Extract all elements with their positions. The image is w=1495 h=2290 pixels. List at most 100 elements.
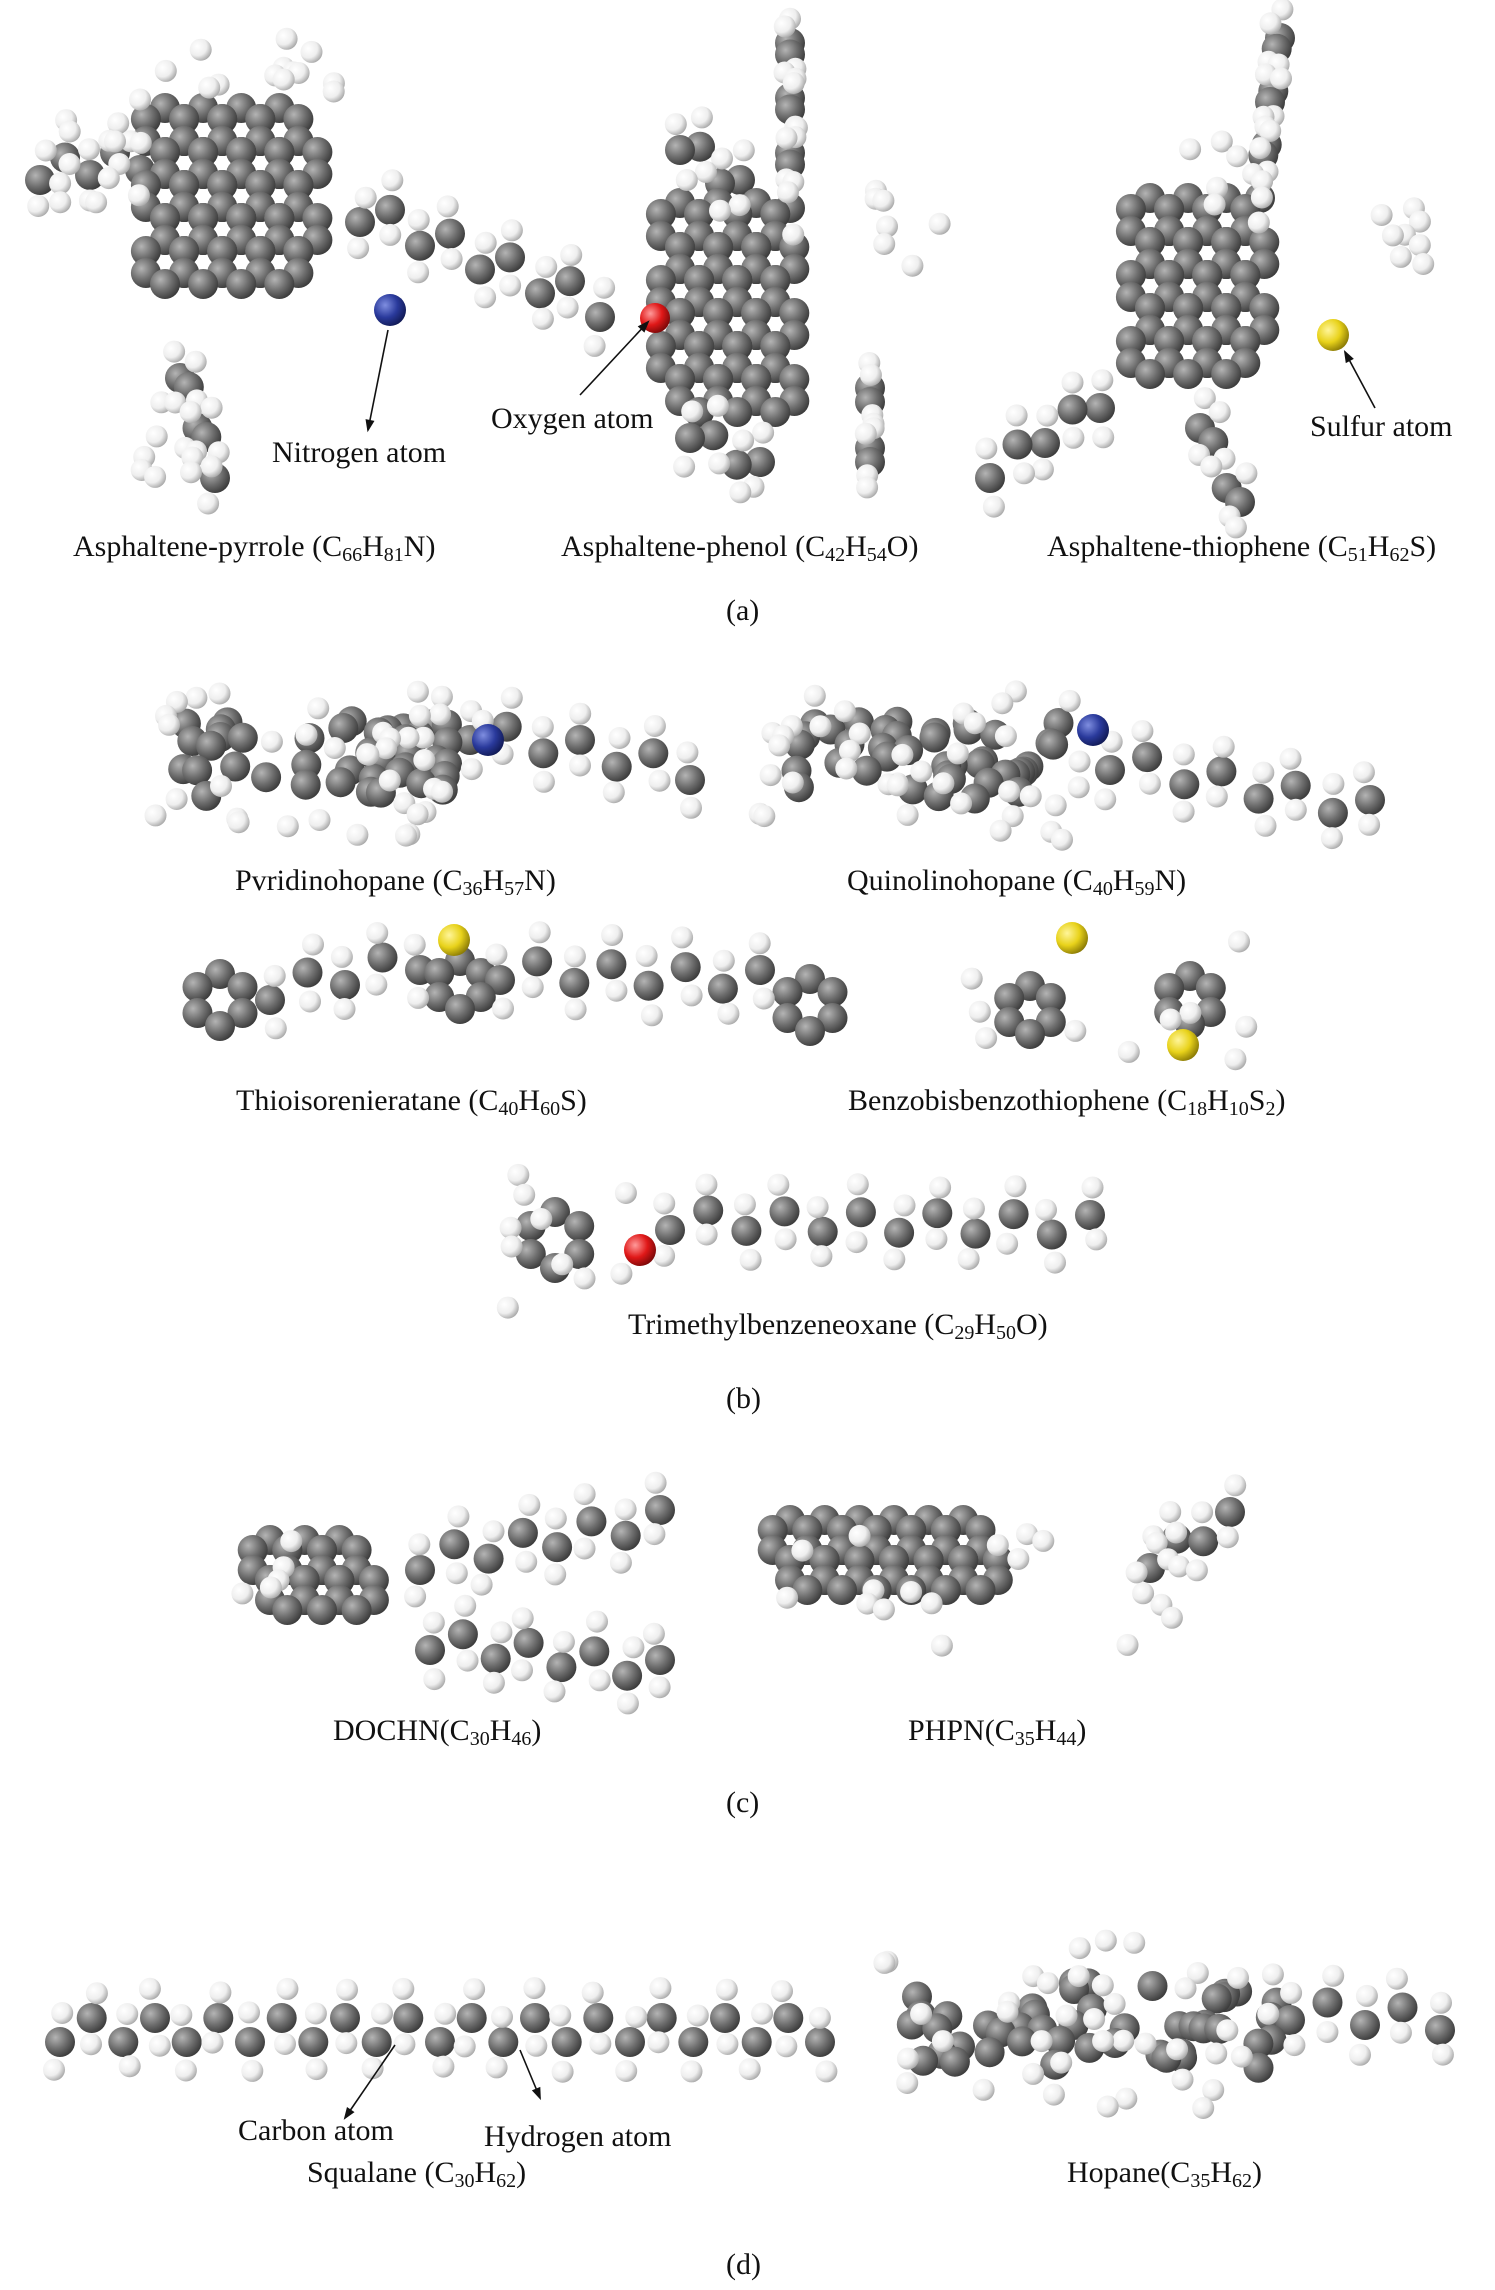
hydrogen-atom bbox=[1322, 1964, 1345, 1987]
hydrogen-atom bbox=[170, 2004, 193, 2026]
carbon-atom bbox=[435, 218, 465, 249]
carbon-atom bbox=[415, 1635, 445, 1665]
hydrogen-atom bbox=[330, 945, 353, 968]
hydrogen-atom bbox=[184, 350, 207, 373]
carbon-atom bbox=[182, 998, 213, 1028]
carbon-atom bbox=[960, 1218, 991, 1249]
hydrogen-atom bbox=[982, 495, 1005, 518]
hydrogen-atom bbox=[200, 455, 223, 478]
hydrogen-atom bbox=[241, 2059, 264, 2082]
hydrogen-atom bbox=[447, 1505, 470, 1528]
hydrogen-atom bbox=[848, 722, 871, 745]
hydrogen-atom bbox=[774, 1228, 797, 1251]
hydrogen-atom bbox=[1205, 2042, 1228, 2065]
hydrogen-atom bbox=[1270, 67, 1292, 90]
hydrogen-atom bbox=[791, 1539, 814, 1562]
hydrogen-atom bbox=[507, 1163, 530, 1186]
hydrogen-atom bbox=[1042, 2083, 1065, 2106]
carbon-pointer-arrow bbox=[344, 2044, 396, 2119]
carbon-atom bbox=[555, 266, 585, 297]
carbon-atom bbox=[779, 364, 810, 394]
hydrogen-atom bbox=[695, 1223, 718, 1246]
hydrogen-atom bbox=[513, 1183, 536, 1206]
carbon-atom bbox=[272, 1595, 303, 1625]
carbon-atom bbox=[75, 160, 105, 190]
hydrogen-atom bbox=[118, 2055, 141, 2078]
hydrogen-atom bbox=[776, 1586, 799, 1609]
hydrogen-atom bbox=[470, 1573, 493, 1596]
hydrogen-atom bbox=[397, 726, 420, 749]
carbon-atom bbox=[227, 972, 258, 1002]
carbon-atom bbox=[817, 977, 848, 1007]
hydrogen-atom bbox=[1159, 1501, 1182, 1523]
carbon-atom bbox=[1215, 1497, 1245, 1527]
hydrogen-atom bbox=[975, 1027, 998, 1049]
carbon-atom bbox=[525, 278, 555, 309]
hydrogen-atom bbox=[706, 394, 729, 417]
hydrogen-atom bbox=[901, 254, 924, 277]
hydrogen-atom bbox=[991, 692, 1014, 715]
hydrogen-atom bbox=[436, 195, 459, 218]
carbon-atom bbox=[1355, 785, 1385, 815]
hydrogen-atom bbox=[530, 1208, 553, 1230]
carbon-atom bbox=[25, 165, 55, 195]
hydrogen-atom bbox=[1125, 1561, 1148, 1584]
hydrogen-atom bbox=[361, 2057, 384, 2080]
hydrogen-atom bbox=[1085, 1228, 1108, 1251]
hydrogen-atom bbox=[1431, 2043, 1454, 2066]
hydrogen-atom bbox=[1385, 1967, 1408, 1990]
hydrogen-atom bbox=[34, 139, 57, 162]
hydrogen-atom bbox=[1092, 426, 1115, 449]
carbon-atom bbox=[919, 722, 950, 753]
hydrogen-atom bbox=[1165, 1521, 1188, 1544]
carbon-atom bbox=[665, 232, 695, 262]
hydrogen-atom bbox=[406, 680, 429, 703]
hydrogen-atom bbox=[733, 1193, 756, 1216]
hydrogen-atom bbox=[180, 461, 202, 484]
hydrogen-atom bbox=[806, 1196, 829, 1219]
carbon-atom bbox=[207, 170, 238, 200]
hydrogen-atom bbox=[1013, 462, 1035, 485]
hydrogen-atom bbox=[346, 823, 369, 846]
carbon-atom bbox=[375, 194, 405, 225]
hydrogen-atom bbox=[528, 921, 551, 944]
hydrogen-atom bbox=[1279, 747, 1302, 770]
hydrogen-atom bbox=[1022, 2062, 1045, 2085]
hydrogen-atom bbox=[263, 964, 286, 987]
hydrogen-atom bbox=[307, 697, 330, 720]
carbon-atom bbox=[405, 1555, 435, 1585]
hydrogen-atom bbox=[523, 1977, 546, 2000]
hydrogen-atom-label: Hydrogen atom bbox=[484, 2120, 672, 2153]
hydrogen-atom bbox=[144, 465, 167, 488]
hydrogen-atom bbox=[1112, 2029, 1135, 2052]
hydrogen-atom bbox=[1206, 176, 1228, 199]
hydrogen-atom bbox=[129, 88, 151, 111]
carbon-atom bbox=[684, 199, 715, 229]
hydrogen-atom bbox=[80, 2033, 102, 2056]
hydrogen-atom bbox=[300, 40, 323, 63]
carbon-atom bbox=[1192, 326, 1223, 356]
carbon-atom bbox=[1275, 2005, 1305, 2035]
hydrogen-atom bbox=[856, 476, 879, 499]
carbon-atom bbox=[760, 331, 791, 361]
carbon-atom bbox=[698, 420, 729, 451]
hydrogen-atom bbox=[392, 1977, 415, 2000]
carbon-atom bbox=[227, 998, 258, 1028]
hydrogen-atom bbox=[127, 184, 150, 207]
carbon-atom bbox=[188, 203, 219, 233]
hydrogen-atom bbox=[686, 2004, 709, 2027]
hydrogen-atom bbox=[872, 189, 895, 212]
carbon-atom bbox=[445, 994, 475, 1024]
hydrogen-atom bbox=[671, 926, 694, 949]
hydrogen-atom bbox=[768, 734, 791, 757]
hydrogen-atom bbox=[499, 274, 522, 297]
hydrogen-atom bbox=[929, 1176, 952, 1199]
hydrogen-atom bbox=[622, 1636, 645, 1659]
hydrogen-atom bbox=[896, 803, 919, 826]
label-phpn: PHPN(C35H44) bbox=[908, 1714, 1087, 1750]
carbon-atom bbox=[171, 2027, 202, 2057]
hydrogen-atom bbox=[767, 1173, 790, 1196]
hydrogen-atom bbox=[1191, 1501, 1214, 1524]
carbon-atom bbox=[203, 2003, 234, 2033]
carbon-atom bbox=[255, 985, 285, 1015]
